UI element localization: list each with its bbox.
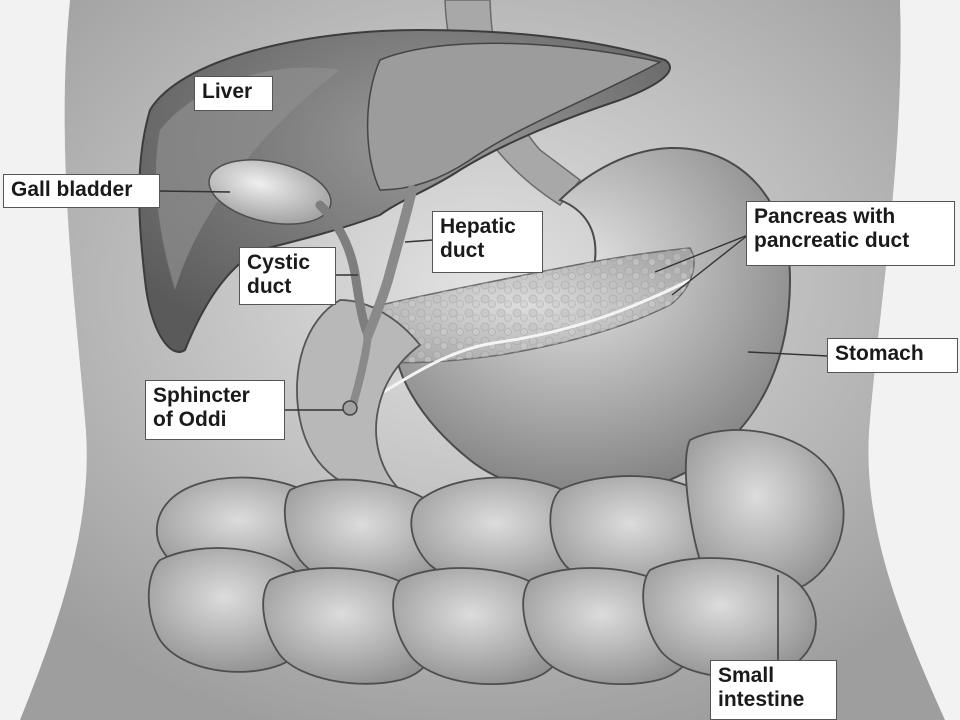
label-pancreas: Pancreas with pancreatic duct (746, 201, 955, 266)
leader-pancreas-2 (671, 234, 749, 296)
cystic-duct (315, 200, 373, 340)
label-hepatic-duct: Hepatic duct (432, 211, 543, 273)
label-small-intestine: Small intestine (710, 660, 837, 720)
label-sphincter-of-oddi: Sphincter of Oddi (145, 380, 285, 440)
pancreatic-duct (359, 278, 691, 407)
hepatic-duct (363, 185, 417, 340)
small-intestine (147, 429, 845, 686)
label-gall-bladder: Gall bladder (3, 174, 160, 208)
leader-gall-bladder (157, 190, 231, 193)
leader-hepatic-duct (404, 239, 434, 243)
pancreas (352, 247, 695, 407)
label-stomach: Stomach (827, 338, 958, 373)
gall-bladder (208, 159, 332, 225)
liver-right-lobe-highlight (155, 67, 340, 290)
label-cystic-duct: Cystic duct (239, 247, 336, 305)
leader-pancreas-1 (654, 234, 749, 273)
leader-stomach (747, 351, 829, 357)
label-liver: Liver (194, 76, 273, 111)
leader-lines (157, 190, 829, 662)
sphincter-of-oddi (342, 400, 358, 416)
common-bile-duct (348, 331, 372, 412)
liver-left-lobe (366, 42, 663, 191)
